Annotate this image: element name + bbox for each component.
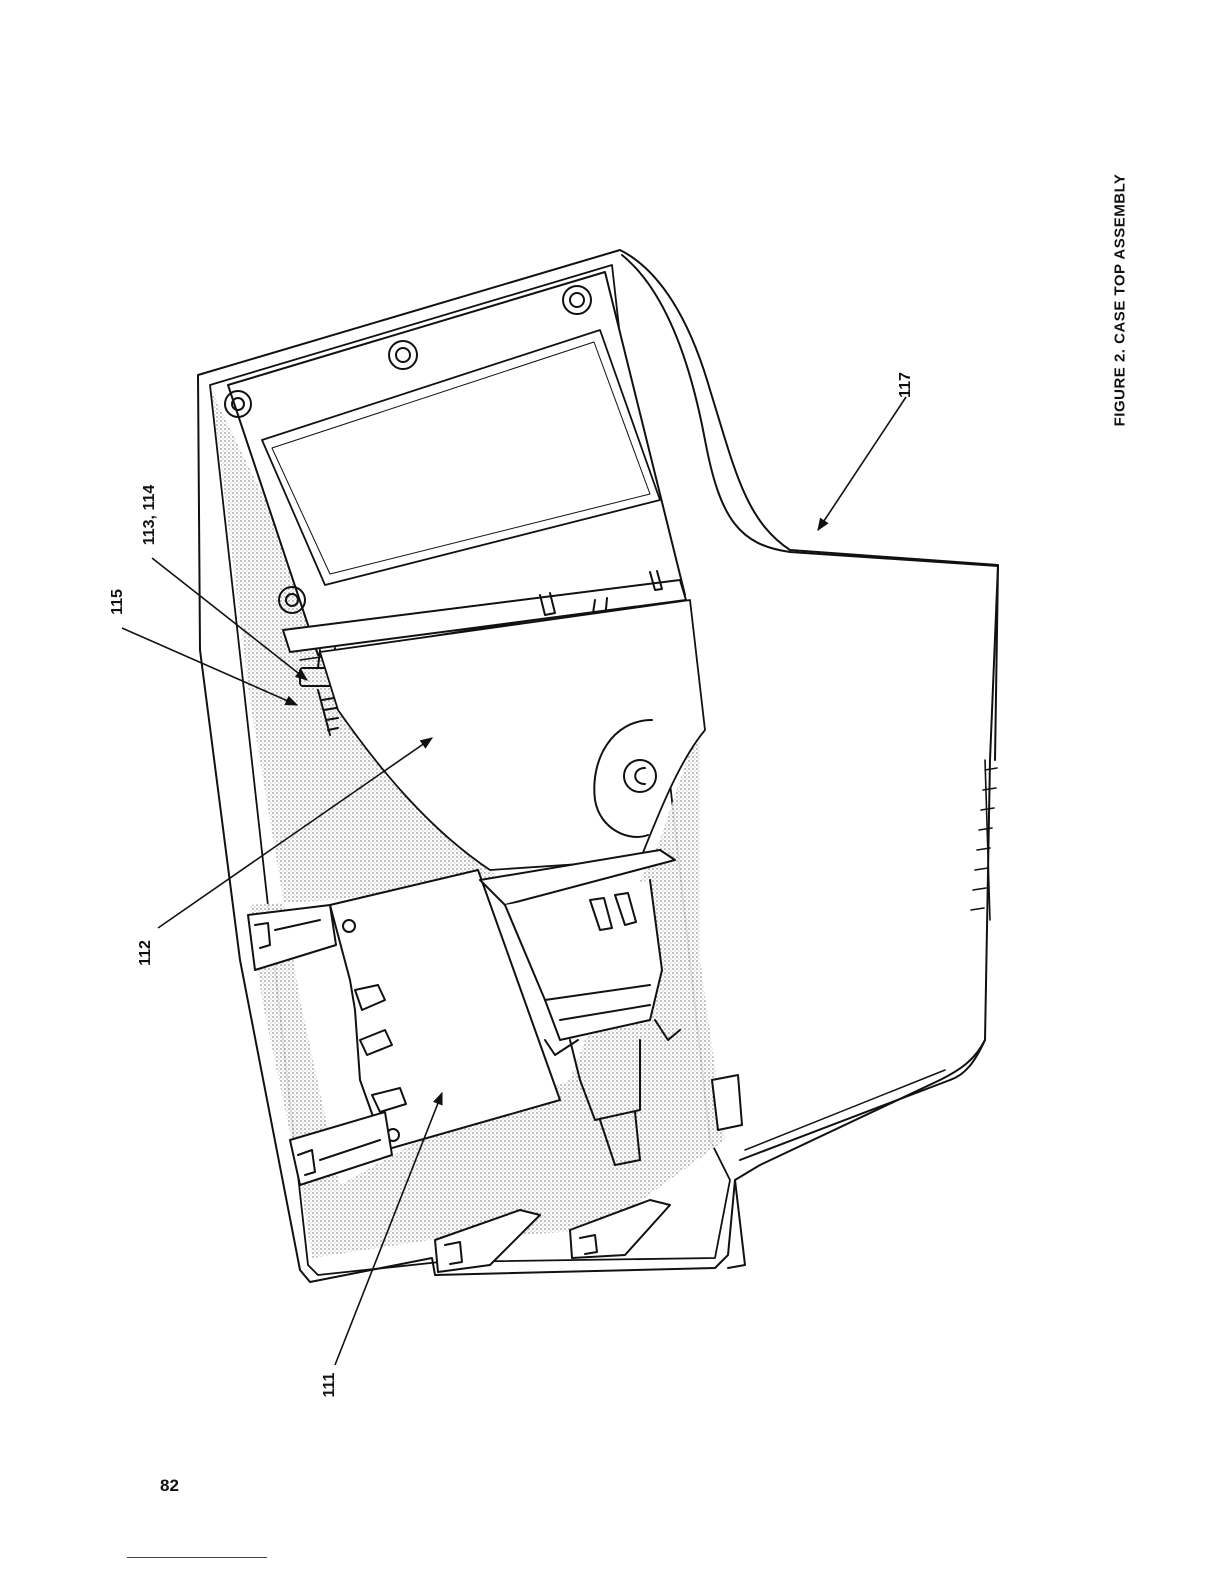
footer-rule [127, 1557, 267, 1558]
callout-115: 115 [109, 589, 127, 615]
callout-111: 111 [321, 1373, 339, 1398]
case-lower-lip-inner [745, 1070, 945, 1150]
figure-caption: FIGURE 2. CASE TOP ASSEMBLY [1112, 174, 1129, 427]
leader-117 [818, 397, 906, 530]
corner-clip [712, 1075, 742, 1130]
vent-slots [971, 760, 997, 920]
callout-112: 112 [137, 940, 155, 966]
case-lower-lip [740, 1040, 985, 1160]
callout-113-114: 113, 114 [141, 485, 159, 546]
callout-117: 117 [897, 372, 915, 398]
page-number: 82 [160, 1476, 179, 1496]
